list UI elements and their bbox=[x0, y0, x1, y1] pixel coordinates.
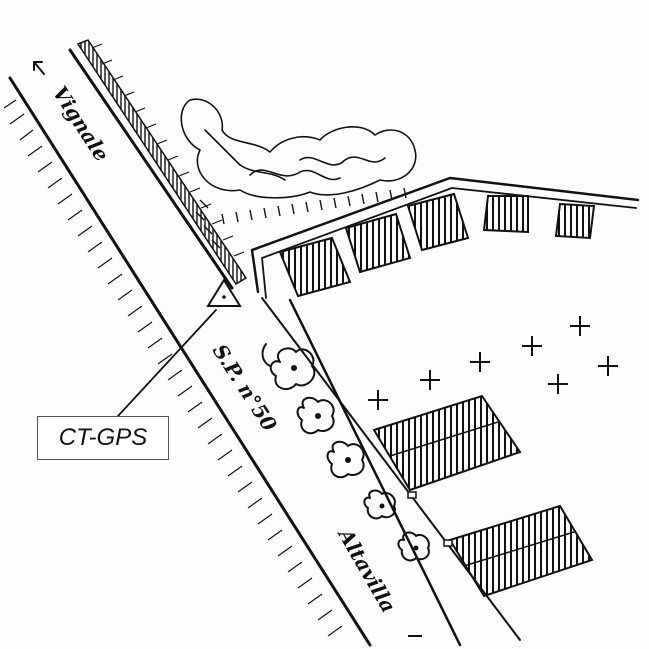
leader-line bbox=[117, 309, 217, 417]
tomb-blocks-top bbox=[278, 192, 596, 298]
arrow-up-left-icon bbox=[33, 61, 45, 75]
label-road-number: S.P. n°50 bbox=[208, 340, 282, 436]
front-wall-posts bbox=[407, 491, 453, 547]
station-label: CT-GPS bbox=[58, 424, 148, 451]
tree-centers bbox=[291, 365, 419, 551]
wall-strip bbox=[76, 39, 248, 286]
tomb-rows bbox=[372, 394, 594, 598]
wall-ticks bbox=[91, 43, 245, 257]
road-edge-left bbox=[8, 76, 372, 647]
triangle-marker-icon bbox=[206, 278, 242, 307]
cemetery-wall-inner bbox=[261, 187, 637, 299]
road-edge-right-lower bbox=[288, 298, 462, 647]
road-edge-right bbox=[68, 48, 234, 290]
hedge-fringe bbox=[195, 187, 407, 249]
grave-cross-icon bbox=[368, 316, 618, 637]
tree-icon bbox=[261, 343, 430, 562]
embankment-hatching bbox=[3, 99, 343, 637]
hedge-scribble bbox=[180, 98, 417, 199]
station-label-box: CT-GPS bbox=[37, 416, 169, 460]
cemetery-wall-outer bbox=[250, 176, 640, 294]
